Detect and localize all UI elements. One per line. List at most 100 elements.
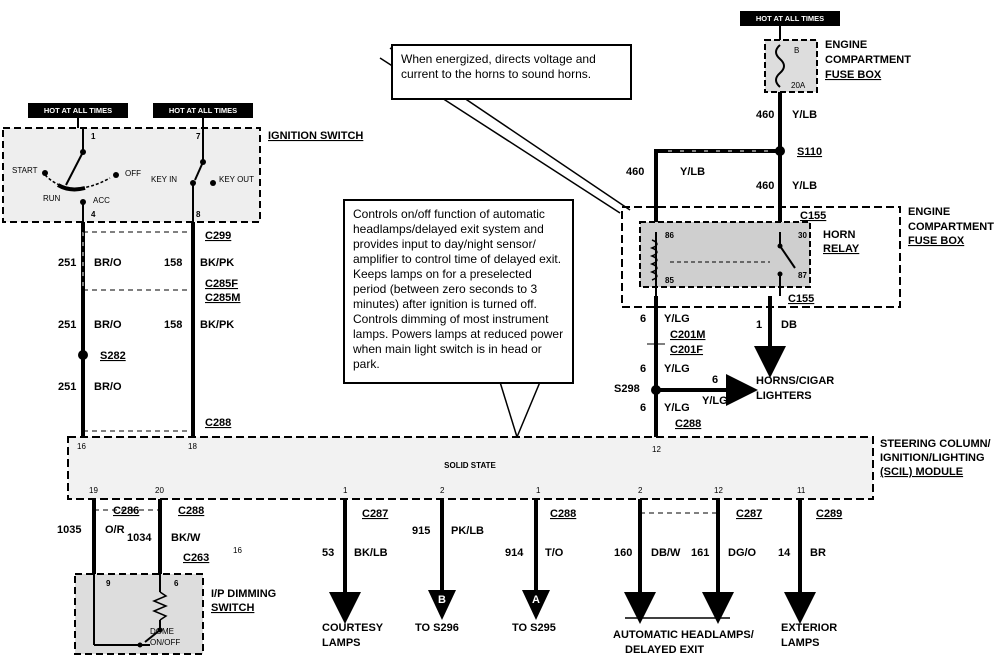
- diagram-label: 460: [756, 109, 774, 121]
- diagram-label: 16: [77, 442, 86, 451]
- diagram-label: BR: [810, 547, 826, 559]
- diagram-label: 1035: [57, 524, 81, 536]
- diagram-label: HORN: [823, 229, 855, 241]
- diagram-label: BR/O: [94, 319, 122, 331]
- ignition-switch-contacts: [42, 128, 216, 222]
- diagram-label: 1: [536, 486, 541, 495]
- diagram-label: T/O: [545, 547, 564, 559]
- diagram-label: PK/LB: [451, 525, 484, 537]
- diagram-label: LAMPS: [781, 637, 820, 649]
- diagram-label: 160: [614, 547, 632, 559]
- connector-a: A: [532, 594, 540, 606]
- diagram-label: C289: [816, 508, 842, 520]
- diagram-label: OFF: [125, 169, 141, 178]
- diagram-label: COMPARTMENT: [908, 221, 994, 233]
- fuse-icon: [775, 44, 785, 88]
- diagram-label: STEERING COLUMN/: [880, 438, 991, 450]
- diagram-label: BK/W: [171, 532, 201, 544]
- diagram-label: C288: [550, 508, 576, 520]
- diagram-label: 6: [640, 313, 646, 325]
- diagram-label: 86: [665, 231, 674, 240]
- diagram-label: TO S295: [512, 622, 556, 634]
- diagram-label: START: [12, 166, 38, 175]
- diagram-label: HOT AT ALL TIMES: [44, 106, 112, 115]
- engine-compartment-fuse-box: [621, 206, 901, 308]
- diagram-label: 20A: [791, 81, 806, 90]
- diagram-label: ENGINE: [908, 206, 950, 218]
- diagram-label: Y/LG: [664, 402, 690, 414]
- diagram-label: 8: [196, 210, 201, 219]
- diagram-label: Y/LG: [702, 395, 728, 407]
- diagram-label: 6: [712, 374, 718, 386]
- splice-s282: [78, 350, 88, 360]
- diagram-label: C201F: [670, 344, 703, 356]
- diagram-label: 1034: [127, 532, 152, 544]
- diagram-label: 460: [626, 166, 644, 178]
- wire-915: [428, 499, 456, 620]
- diagram-label: 30: [798, 231, 807, 240]
- dimming-switch-contacts: [93, 574, 168, 648]
- hot-label-ignition-2: HOT AT ALL TIMES: [153, 103, 253, 118]
- diagram-label: EXTERIOR: [781, 622, 837, 634]
- horn-relay: [639, 221, 811, 288]
- diagram-label: 1: [343, 486, 348, 495]
- diagram-label: BK/PK: [200, 257, 234, 269]
- callout-horn-text: When energized, directs voltage and curr…: [401, 52, 596, 81]
- diagram-label: HOT AT ALL TIMES: [169, 106, 237, 115]
- callout-scil-pointer: [499, 381, 518, 438]
- diagram-label: KEY IN: [151, 175, 177, 184]
- diagram-label: S282: [100, 350, 126, 362]
- diagram-label: FUSE BOX: [825, 69, 882, 81]
- diagram-label: RELAY: [823, 243, 860, 255]
- diagram-label: O/R: [105, 524, 125, 536]
- diagram-label: 6: [640, 363, 646, 375]
- diagram-label: 11: [797, 486, 806, 495]
- ip-dimming-switch: [74, 573, 204, 655]
- diagram-label: Y/LB: [792, 109, 817, 121]
- diagram-label: 9: [106, 579, 111, 588]
- diagram-label: Y/LB: [792, 180, 817, 192]
- diagram-label: 12: [652, 445, 661, 454]
- diagram-label: KEY OUT: [219, 175, 254, 184]
- diagram-label: FUSE BOX: [908, 235, 965, 247]
- hot-label-fuse: HOT AT ALL TIMES: [740, 11, 840, 26]
- diagram-label: 161: [691, 547, 709, 559]
- diagram-label: BK/LB: [354, 547, 388, 559]
- diagram-label: 2: [638, 486, 643, 495]
- diagram-label: Y/LG: [664, 313, 690, 325]
- diagram-label: C288: [205, 417, 231, 429]
- diagram-label: RUN: [43, 194, 61, 203]
- diagram-label: S110: [797, 146, 822, 158]
- diagram-label: 14: [778, 547, 791, 559]
- diagram-label: DB/W: [651, 547, 681, 559]
- diagram-label: 1: [756, 319, 762, 331]
- diagram-label: Y/LG: [664, 363, 690, 375]
- fuse-box-top: [764, 39, 818, 93]
- callout-scil-module: Controls on/off function of automatic he…: [343, 199, 574, 384]
- diagram-label: ON/OFF: [150, 638, 180, 647]
- diagram-label: IGNITION/LIGHTING: [880, 452, 985, 464]
- diagram-label: Y/LB: [680, 166, 705, 178]
- diagram-label: C287: [362, 508, 388, 520]
- diagram-label: C288: [675, 418, 701, 430]
- diagram-label: COMPARTMENT: [825, 54, 911, 66]
- diagram-label: 6: [174, 579, 179, 588]
- diagram-label: 2: [440, 486, 445, 495]
- diagram-label: 85: [665, 276, 674, 285]
- diagram-label: C287: [736, 508, 762, 520]
- diagram-label: C285M: [205, 292, 240, 304]
- diagram-label: S298: [614, 383, 640, 395]
- diagram-label: DELAYED EXIT: [625, 644, 704, 656]
- diagram-label: ENGINE: [825, 39, 867, 51]
- diagram-label: 19: [89, 486, 98, 495]
- diagram-label: 915: [412, 525, 430, 537]
- relay-coil: [649, 232, 796, 296]
- diagram-label: TO S296: [415, 622, 459, 634]
- diagram-label: C201M: [670, 329, 705, 341]
- callout-scil-text: Controls on/off function of automatic he…: [353, 207, 564, 371]
- diagram-label: C285F: [205, 278, 238, 290]
- diagram-label: 7: [196, 132, 201, 141]
- diagram-label: ACC: [93, 196, 110, 205]
- diagram-label: 251: [58, 257, 76, 269]
- connector-b: B: [438, 594, 446, 606]
